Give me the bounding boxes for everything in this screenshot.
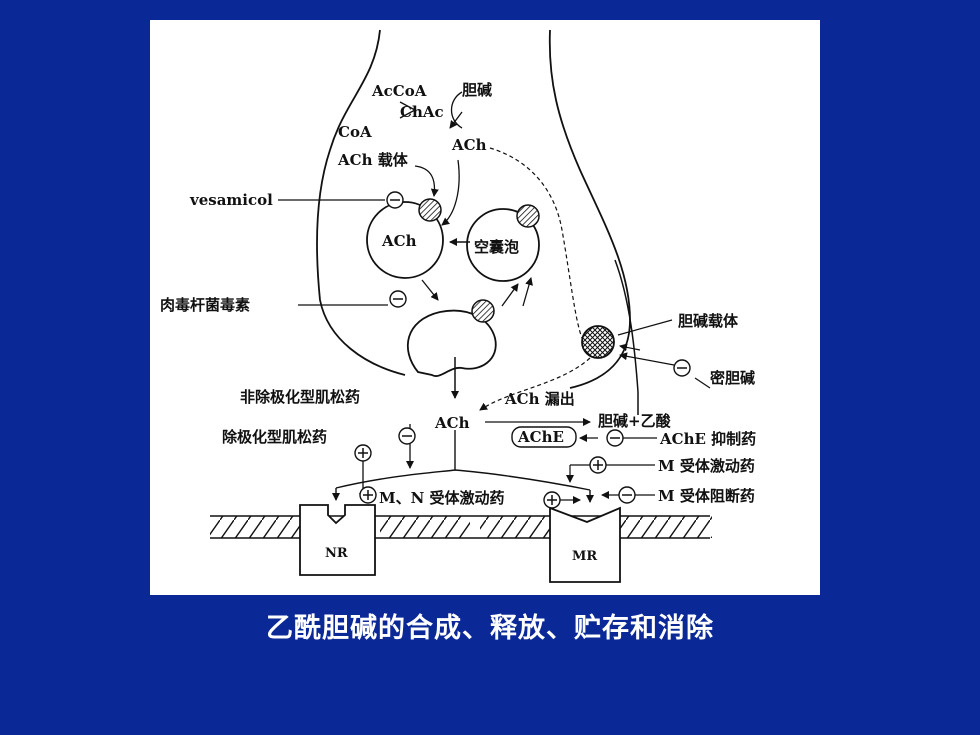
membrane-left: [210, 516, 300, 538]
ach-diagram: AcCoA ChAc CoA 胆碱 ACh 载体 ACh vesamicol A…: [160, 29, 756, 583]
ach-carrier-vesicle: [418, 198, 442, 222]
caption: 乙酰胆碱的合成、释放、贮存和消除: [266, 613, 714, 644]
label-nondepolarizing: 非除极化型肌松药: [240, 388, 360, 406]
label-ache-inhibitor: AChE 抑制药: [659, 430, 756, 448]
label-hemicholinium: 密胆碱: [710, 369, 755, 387]
empty-vesicle: [466, 208, 540, 282]
ach-dashed-path: [489, 147, 583, 339]
label-depolarizing: 除极化型肌松药: [222, 428, 327, 446]
label-m-antagonist: M 受体阻断药: [658, 487, 755, 505]
mr-receptor: [549, 506, 621, 583]
label-m-agonist: M 受体激动药: [658, 457, 755, 475]
label-coa: CoA: [338, 123, 372, 141]
ach-carrier-empty: [516, 204, 540, 228]
label-chac: ChAc: [400, 103, 444, 121]
label-choline: 胆碱: [462, 81, 492, 99]
membrane-mid: [380, 516, 470, 538]
nr-receptor: [299, 504, 376, 576]
ache-box: [511, 426, 577, 448]
label-choline-acetate: 胆碱+乙酸: [598, 412, 672, 430]
nerve-terminal-outline: [316, 29, 631, 389]
ach-carrier-release: [471, 299, 495, 323]
membrane-right: [620, 516, 712, 538]
figure-panel: AcCoA ChAc CoA 胆碱 ACh 载体 ACh vesamicol A…: [150, 20, 820, 595]
label-mr: MR: [572, 549, 597, 564]
label-empty-vesicle: 空囊泡: [474, 238, 519, 256]
label-vesamicol: vesamicol: [189, 191, 273, 209]
label-accoa: AcCoA: [371, 82, 427, 100]
membrane-mid2: [480, 516, 550, 538]
label-ach-carrier: ACh 载体: [337, 151, 409, 169]
label-ach-leak: ACh 漏出: [504, 390, 575, 408]
label-choline-carrier: 胆碱载体: [678, 312, 739, 330]
fusing-vesicle: [406, 309, 497, 377]
label-ach-vesicle: ACh: [381, 232, 417, 250]
label-ach-top: ACh: [451, 136, 487, 154]
label-botulinum: 肉毒杆菌毒素: [160, 296, 250, 314]
ach-vesicle: [366, 201, 444, 279]
label-ach-cleft: ACh: [434, 414, 470, 432]
choline-carrier: [581, 325, 615, 359]
label-nr: NR: [325, 546, 348, 561]
label-ache: AChE: [517, 428, 564, 446]
label-mn-agonist: M、N 受体激动药: [379, 489, 505, 507]
